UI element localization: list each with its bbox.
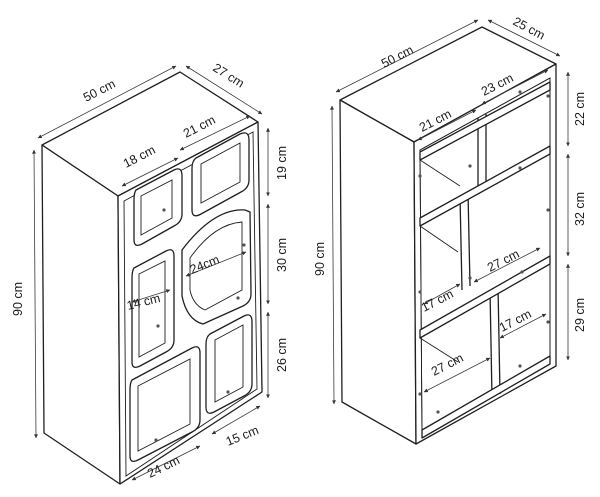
right-shelf-board-4: [421, 355, 551, 439]
left-bot-right-height-label: 26 cm: [275, 338, 289, 372]
right-top-height-label: 22 cm: [573, 92, 587, 126]
left-dimensions: [32, 65, 270, 481]
left-shelf: 50 cm 27 cm 90 cm 18 cm 21 cm 19 cm 30 c…: [11, 61, 289, 485]
left-height-label: 90 cm: [11, 282, 25, 316]
right-depth-label: 25 cm: [511, 14, 548, 42]
right-height-label: 90 cm: [313, 242, 327, 276]
right-dimensions: [330, 19, 570, 405]
left-compartment-top-left: [133, 168, 183, 246]
right-bot-height-label: 29 cm: [573, 298, 587, 332]
right-shelf: 50 cm 25 cm 90 cm 21 cm 23 cm 22 cm 32 c…: [313, 14, 587, 445]
left-shelf-side: [41, 144, 121, 485]
left-compartment-mid-left: [131, 249, 175, 368]
left-depth-label: 27 cm: [210, 61, 246, 91]
right-shelf-side: [339, 99, 417, 445]
left-compartment-bot-left: [129, 346, 201, 462]
left-mid-right-height-label: 30 cm: [275, 238, 289, 272]
right-shelf-board-2: [419, 145, 551, 227]
left-bot-right-width-label: 15 cm: [224, 423, 261, 449]
left-top-right-height-label: 19 cm: [275, 146, 289, 180]
right-mid-height-label: 32 cm: [573, 192, 587, 226]
left-width-label: 50 cm: [81, 77, 118, 105]
